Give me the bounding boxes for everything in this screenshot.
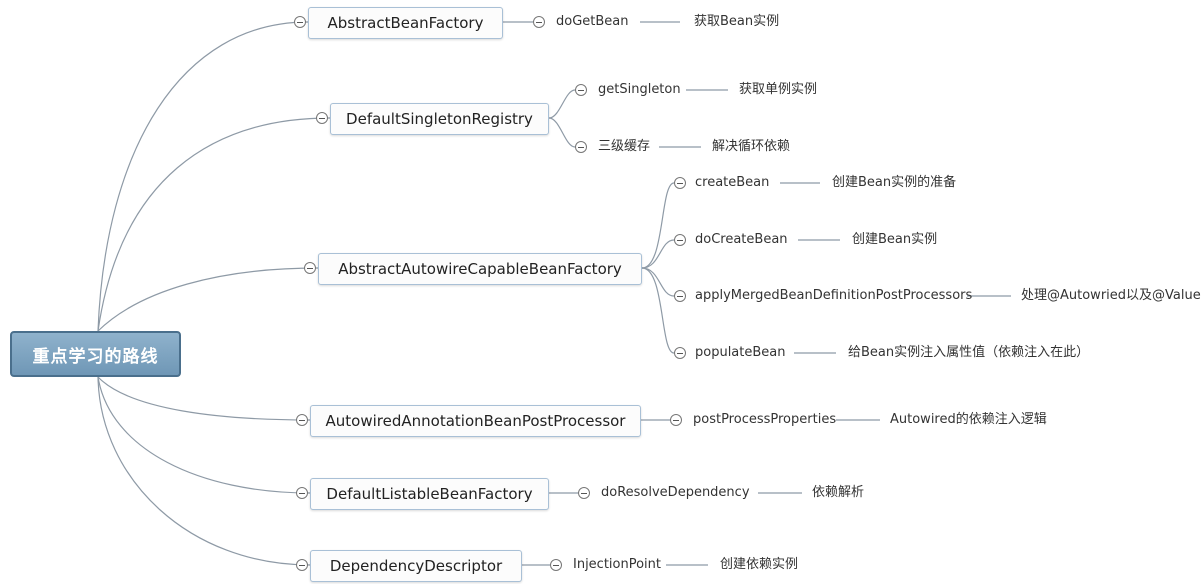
collapse-icon[interactable] [575,141,587,153]
topic-default-singleton-registry[interactable]: DefaultSingletonRegistry [330,103,549,135]
connector-root-branch-4 [97,376,311,494]
collapse-icon[interactable] [575,84,587,96]
topic-label: AutowiredAnnotationBeanPostProcessor [325,412,626,430]
topic-label: AbstractAutowireCapableBeanFactory [338,260,622,278]
connector-root-branch-2 [97,267,319,332]
topic-label: DefaultListableBeanFactory [326,485,533,503]
collapse-icon[interactable] [670,414,682,426]
topic-dependency-descriptor[interactable]: DependencyDescriptor [310,550,522,582]
note-injection-point: 创建依赖实例 [720,557,799,572]
collapse-icon[interactable] [304,262,316,274]
collapse-icon[interactable] [674,290,686,302]
collapse-icon[interactable] [533,16,545,28]
subtopic-populate-bean[interactable]: populateBean [695,345,786,360]
root-topic[interactable]: 重点学习的路线 [10,331,181,377]
connector-b1-c0 [548,89,576,119]
connector-root-branch-0 [97,21,309,332]
note-do-create-bean: 创建Bean实例 [852,232,938,247]
topic-abstract-bean-factory[interactable]: AbstractBeanFactory [308,7,503,39]
connector-b2-c1 [641,239,675,269]
note-post-process-properties: Autowired的依赖注入逻辑 [890,412,1047,427]
topic-autowired-annotation-bean-post-processor[interactable]: AutowiredAnnotationBeanPostProcessor [310,405,641,437]
subtopic-injection-point[interactable]: InjectionPoint [573,557,662,572]
collapse-icon[interactable] [296,414,308,426]
note-do-resolve-dependency: 依赖解析 [812,485,865,500]
collapse-icon[interactable] [674,177,686,189]
collapse-icon[interactable] [294,16,306,28]
note-three-level-cache: 解决循环依赖 [712,139,791,154]
collapse-icon[interactable] [316,112,328,124]
subtopic-do-create-bean[interactable]: doCreateBean [695,232,788,247]
collapse-icon[interactable] [296,487,308,499]
root-topic-label: 重点学习的路线 [32,346,159,367]
topic-abstract-autowire-capable-bean-factory[interactable]: AbstractAutowireCapableBeanFactory [318,253,642,285]
note-apply-merged-bean-definition-post-processors: 处理@Autowried以及@Value [1021,288,1201,303]
connector-root-branch-3 [97,376,311,421]
subtopic-do-resolve-dependency[interactable]: doResolveDependency [601,485,750,500]
subtopic-get-singleton[interactable]: getSingleton [598,82,681,97]
connector-root-branch-5 [97,376,311,566]
collapse-icon[interactable] [578,487,590,499]
note-create-bean: 创建Bean实例的准备 [832,175,957,190]
connector-b1-c1 [548,117,576,148]
collapse-icon[interactable] [674,347,686,359]
note-do-get-bean: 获取Bean实例 [694,14,780,29]
connector-b2-c3 [641,267,675,354]
collapse-icon[interactable] [296,559,308,571]
subtopic-create-bean[interactable]: createBean [695,175,770,190]
subtopic-three-level-cache[interactable]: 三级缓存 [598,139,651,154]
subtopic-do-get-bean[interactable]: doGetBean [556,14,629,29]
note-get-singleton: 获取单例实例 [739,82,818,97]
note-populate-bean: 给Bean实例注入属性值（依赖注入在此） [848,345,1090,360]
connector-root-branch-1 [97,117,331,332]
topic-label: DefaultSingletonRegistry [346,110,533,128]
topic-default-listable-bean-factory[interactable]: DefaultListableBeanFactory [310,478,549,510]
topic-label: AbstractBeanFactory [327,14,484,32]
subtopic-post-process-properties[interactable]: postProcessProperties [693,412,837,427]
collapse-icon[interactable] [674,234,686,246]
connector-b2-c0 [641,182,675,269]
topic-label: DependencyDescriptor [329,557,503,575]
subtopic-apply-merged-bean-definition-post-processors[interactable]: applyMergedBeanDefinitionPostProcessors [695,288,973,303]
collapse-icon[interactable] [550,559,562,571]
